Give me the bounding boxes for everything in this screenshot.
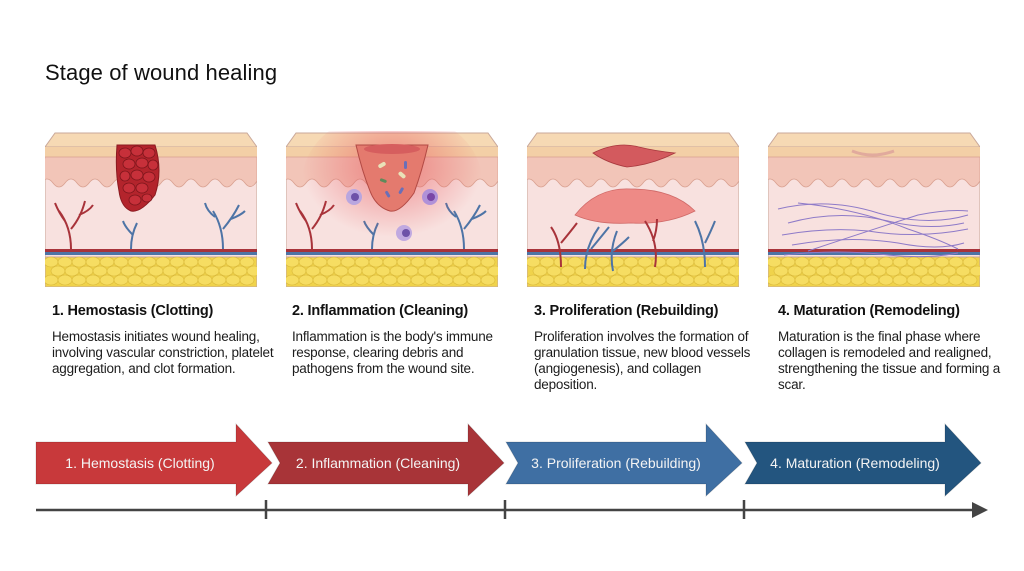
stage-heading: 3. Proliferation (Rebuilding) <box>534 303 719 319</box>
arrow-label: 2. Inflammation (Cleaning) <box>296 455 460 471</box>
timeline-axis <box>36 500 988 519</box>
skin-surface <box>768 132 980 148</box>
collagen-fibers-icon <box>777 202 969 258</box>
vein-line <box>286 252 498 255</box>
inflammation-skin-diagram <box>286 131 498 287</box>
arrow-shape <box>35 422 273 498</box>
scab-icon <box>592 144 677 168</box>
vein-line <box>45 252 257 255</box>
skin-surface <box>527 132 739 148</box>
stage-1-illustration <box>45 131 257 287</box>
stage-4-text: 4. Maturation (Remodeling) Maturation is… <box>778 303 1008 393</box>
immune-cell-icon <box>346 189 438 241</box>
stage-heading: 2. Inflammation (Cleaning) <box>292 303 469 319</box>
axis-arrowhead-icon <box>972 502 988 518</box>
fat-layer <box>45 256 257 287</box>
stage-3-text: 3. Proliferation (Rebuilding) Proliferat… <box>534 303 764 393</box>
stage-arrow-1: 1. Hemostasis (Clotting) <box>35 422 273 498</box>
fat-layer <box>527 256 739 287</box>
stage-heading: 4. Maturation (Remodeling) <box>778 303 960 319</box>
stage-2-illustration <box>286 131 498 287</box>
fat-layer <box>768 256 980 287</box>
stage-description: Maturation is the final phase where coll… <box>778 329 1001 392</box>
arrow-shape <box>505 422 743 498</box>
fat-layer <box>286 256 498 287</box>
epidermis-layer <box>527 156 739 188</box>
granulation-tissue-icon <box>574 188 696 224</box>
arrow-label: 1. Hemostasis (Clotting) <box>65 455 214 471</box>
stage-3-illustration <box>527 131 739 287</box>
vein-line <box>527 252 739 255</box>
wound-icon <box>355 144 429 212</box>
stage-arrow-4: 4. Maturation (Remodeling) <box>744 422 982 498</box>
arrow-shape <box>744 422 982 498</box>
arrow-label: 3. Proliferation (Rebuilding) <box>531 455 701 471</box>
stage-description: Proliferation involves the formation of … <box>534 329 751 392</box>
stage-arrow-3: 3. Proliferation (Rebuilding) <box>505 422 743 498</box>
hemostasis-skin-diagram <box>45 132 257 287</box>
skin-layers <box>768 132 980 287</box>
bacteria-icon <box>378 161 407 198</box>
arrow-label: 4. Maturation (Remodeling) <box>770 455 940 471</box>
stage-1-text: 1. Hemostasis (Clotting) Hemostasis init… <box>52 303 282 377</box>
stage-description: Hemostasis initiates wound healing, invo… <box>52 329 274 376</box>
epidermis-layer <box>768 156 980 188</box>
artery-line <box>527 249 739 252</box>
artery-branch <box>54 200 94 250</box>
maturation-skin-diagram <box>768 132 980 287</box>
arrow-shape <box>267 422 505 498</box>
stage-4-illustration <box>768 131 980 287</box>
blood-clot-icon <box>115 144 160 212</box>
timeline-diagram: 1. Hemostasis (Clotting) 2. Inflammation … <box>35 422 988 519</box>
stage-2-text: 2. Inflammation (Cleaning) Inflammation … <box>292 303 522 377</box>
vein-branch <box>122 202 246 250</box>
page-title: Stage of wound healing <box>45 60 278 85</box>
stage-description: Inflammation is the body's immune respon… <box>292 329 493 376</box>
stage-arrow-2: 2. Inflammation (Cleaning) <box>267 422 505 498</box>
artery-line <box>768 249 980 252</box>
proliferation-skin-diagram <box>527 132 739 287</box>
stage-heading: 1. Hemostasis (Clotting) <box>52 303 214 319</box>
scar-icon <box>851 149 895 157</box>
artery-line <box>45 249 257 252</box>
timeline: 1. Hemostasis (Clotting) 2. Inflammation … <box>0 420 1024 530</box>
